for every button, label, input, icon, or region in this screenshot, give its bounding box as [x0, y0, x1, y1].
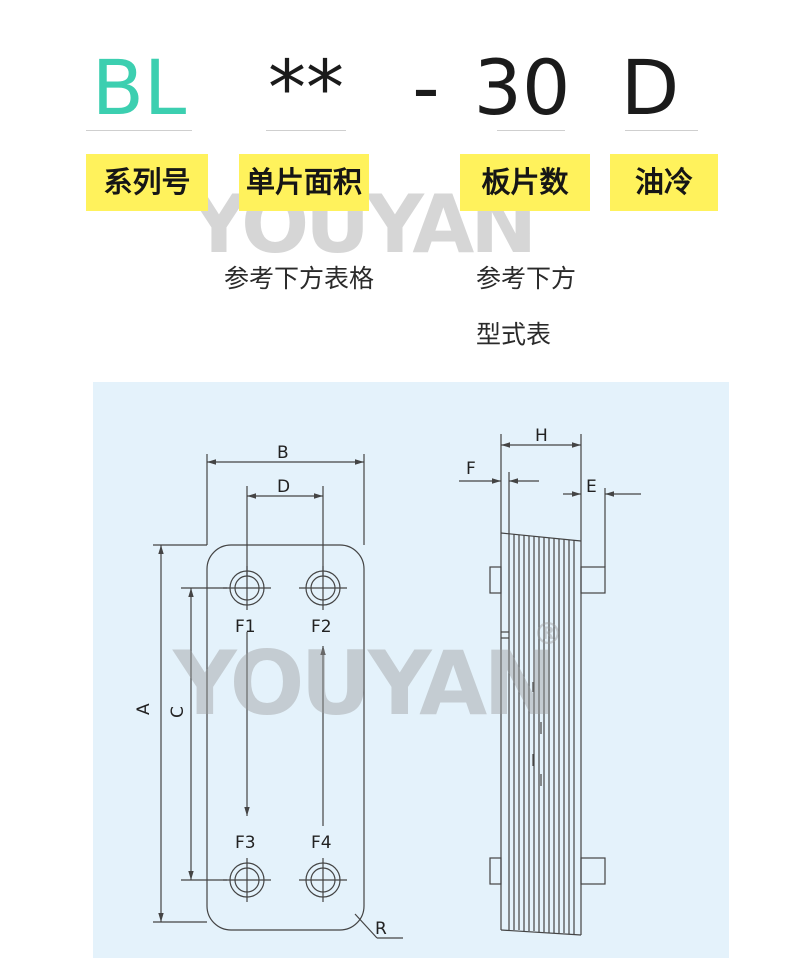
port-label-f1: F1 [235, 617, 256, 637]
watermark-panel: YOUYAN [172, 632, 553, 735]
dimension-drawing: YOUYAN ® B D A C R H F E F1 F2 F3 F4 [134, 426, 641, 939]
dimension-label-e: E [586, 477, 597, 497]
model-dash: - [412, 43, 440, 132]
dimension-label-f: F [466, 459, 476, 479]
stud-bottom-left [489, 857, 502, 885]
dimension-label-r: R [375, 919, 387, 939]
dimension-drawing-panel: YOUYAN ® B D A C R H F E F1 F2 F3 F4 [93, 382, 729, 958]
dimension-label-d: D [277, 477, 290, 497]
stud-top-right [580, 566, 606, 594]
watermark-registered-mark: ® [533, 617, 559, 652]
cooling-underline [625, 130, 698, 131]
series-label-chip: 系列号 [86, 154, 208, 211]
plate-front-outline [206, 544, 365, 931]
port-f2 [299, 566, 347, 610]
stud-top-left [489, 566, 502, 594]
area-label-chip: 单片面积 [239, 154, 369, 211]
stud-bottom-right [580, 857, 606, 885]
port-label-f4: F4 [311, 833, 332, 853]
plates-label-chip: 板片数 [460, 154, 590, 211]
port-f3 [223, 858, 271, 902]
dimension-label-h: H [535, 426, 548, 446]
dimension-label-c: C [168, 706, 188, 718]
model-series-code: BL [91, 43, 187, 132]
plates-reference-note-line1: 参考下方 [476, 264, 577, 293]
model-cooling-code: D [620, 43, 680, 132]
plates-reference-note-line2: 型式表 [476, 320, 552, 349]
port-label-f3: F3 [235, 833, 256, 853]
port-f4 [299, 858, 347, 902]
area-underline [266, 130, 346, 131]
model-area-code: ** [268, 43, 344, 132]
series-underline [86, 130, 192, 131]
dimension-label-a: A [134, 703, 154, 715]
port-f1 [223, 566, 271, 610]
model-plates-code: 30 [473, 43, 571, 132]
port-label-f2: F2 [311, 617, 332, 637]
plates-underline [497, 130, 565, 131]
area-reference-note: 参考下方表格 [224, 264, 375, 293]
cooling-label-chip: 油冷 [610, 154, 718, 211]
dimension-label-b: B [277, 443, 289, 463]
plate-stack-side-view [500, 532, 582, 936]
